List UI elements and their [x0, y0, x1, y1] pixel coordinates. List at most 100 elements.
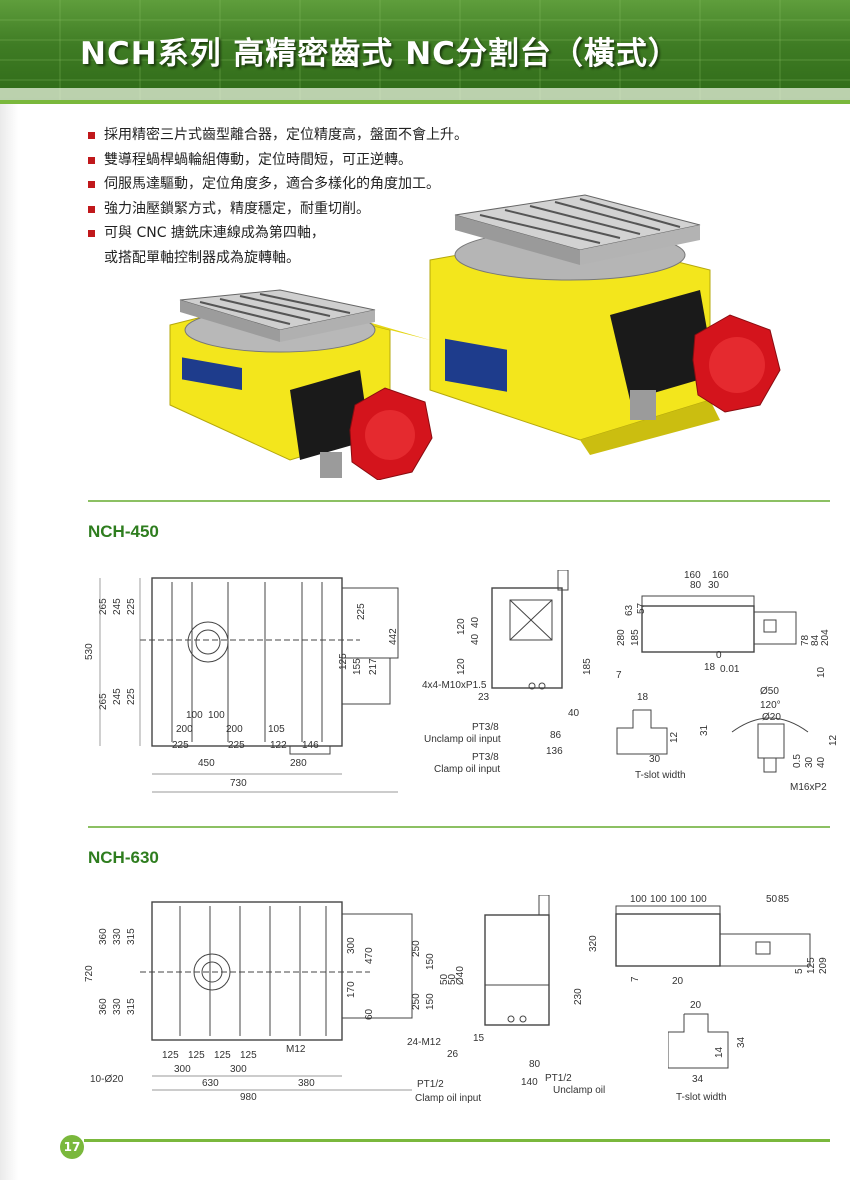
- dim-label: 100: [650, 894, 667, 905]
- dim-label: 40: [568, 708, 580, 719]
- section-title-nch450: NCH-450: [88, 522, 159, 541]
- dim-label: 122: [270, 740, 287, 751]
- dim-label: 265: [98, 598, 109, 615]
- dim-label: 136: [546, 746, 563, 757]
- dim-label: 146: [302, 740, 319, 751]
- dim-label: 530: [84, 643, 95, 660]
- dim-label: 34: [736, 1036, 747, 1048]
- dim-label: 125: [240, 1050, 257, 1061]
- dim-label: 280: [290, 758, 307, 769]
- dim-label: 26: [447, 1049, 459, 1060]
- nch630-front-drawing: 100 100 100 100 50 85 320 7 20 5 125 209: [588, 894, 829, 987]
- dim-label: 31: [699, 724, 710, 736]
- dim-label: 330: [112, 998, 123, 1015]
- dim-label: Ø20: [762, 712, 781, 723]
- dim-label: 30: [804, 756, 815, 768]
- feature-list: 採用精密三片式齒型離合器，定位精度高，盤面不會上升。 雙導程蝸桿蝸輪組傳動，定位…: [88, 123, 468, 270]
- dim-label: 170: [346, 981, 357, 998]
- dim-label: 200: [226, 724, 243, 735]
- dim-label: 470: [364, 947, 375, 964]
- dim-label: 60: [364, 1008, 375, 1020]
- dim-label: 300: [230, 1064, 247, 1075]
- dim-label: 125: [338, 653, 349, 670]
- dim-label: Unclamp oil input: [424, 734, 501, 745]
- dim-label: 450: [198, 758, 215, 769]
- dim-label: 40: [816, 756, 827, 768]
- dim-label: 100: [630, 894, 647, 905]
- dim-label: 250: [411, 940, 422, 957]
- dim-label: 7: [630, 976, 641, 982]
- dim-label: 86: [550, 730, 562, 741]
- dim-label: 360: [98, 998, 109, 1015]
- dim-label: 330: [112, 928, 123, 945]
- dim-label: 320: [588, 935, 599, 952]
- dim-label: 360: [98, 928, 109, 945]
- dim-label: 209: [818, 957, 829, 974]
- bullet-square-icon: [88, 230, 95, 237]
- dim-label: 630: [202, 1078, 219, 1089]
- banner-grid-pattern: [0, 0, 850, 100]
- section-divider: [88, 826, 830, 828]
- list-item-continuation: 或搭配單軸控制器成為旋轉軸。: [88, 246, 468, 271]
- header-banner: NCH系列 高精密齒式 NC分割台（橫式）: [0, 0, 850, 100]
- feature-text: 或搭配單軸控制器成為旋轉軸。: [104, 249, 300, 266]
- dim-label: 10-Ø20: [90, 1074, 124, 1085]
- dim-label: M16xP2: [790, 782, 827, 793]
- bullet-square-icon: [88, 156, 95, 164]
- dim-label: 84: [810, 634, 821, 646]
- feature-text: 可與 CNC 搪銑床連線成為第四軸，: [104, 225, 325, 241]
- dim-label: 155: [352, 658, 363, 675]
- dim-label: 125: [162, 1050, 179, 1061]
- dim-label: 125: [188, 1050, 205, 1061]
- dim-label: 50: [439, 973, 450, 985]
- dim-label: 63: [624, 604, 635, 616]
- small-rotary-table-illustration: [169, 289, 433, 480]
- dim-label: 40: [470, 616, 481, 628]
- nch630-tslot-drawing: 20 14 34 34 T-slot width: [668, 1000, 747, 1103]
- dim-label: 10: [816, 666, 827, 678]
- dim-label: 0: [716, 650, 722, 661]
- dim-label: 315: [126, 928, 137, 945]
- section-divider: [88, 500, 830, 502]
- dim-label: 140: [521, 1077, 538, 1088]
- dim-label: 5: [794, 968, 805, 974]
- dim-label: 85: [778, 894, 790, 905]
- dim-label: 225: [172, 740, 189, 751]
- page-number-badge: 17: [60, 1135, 84, 1159]
- dim-label: 120°: [760, 700, 781, 711]
- dim-label: 120: [456, 658, 467, 675]
- page-title: NCH系列 高精密齒式 NC分割台（橫式）: [80, 36, 680, 72]
- dim-label: 250: [411, 993, 422, 1010]
- page-edge-shadow: [0, 104, 26, 1180]
- dim-label: 265: [98, 693, 109, 710]
- dim-label: 200: [176, 724, 193, 735]
- dim-label: PT3/8: [472, 722, 499, 733]
- list-item: 伺服馬達驅動，定位角度多，適合多樣化的角度加工。: [88, 172, 468, 197]
- product-photo: [169, 194, 781, 480]
- bullet-square-icon: [88, 205, 95, 213]
- dim-label: 0.01: [720, 664, 740, 675]
- dim-label: 50: [766, 894, 778, 905]
- large-rotary-table-illustration: [429, 194, 781, 455]
- header-underline: [0, 100, 850, 104]
- dim-label: 18: [704, 662, 716, 673]
- dim-label: 100: [690, 894, 707, 905]
- nch450-plan-drawing: 530 265 265 245 245 225 225 100 100 200 …: [84, 577, 399, 793]
- nch450-front-drawing: 160 160 80 30 63 57 280 185 7 0 18 0.01 …: [616, 570, 831, 681]
- list-item: 採用精密三片式齒型離合器，定位精度高，盤面不會上升。: [88, 123, 468, 148]
- nch450-side-drawing: 120 120 40 40 185 4x4-M10xP1.5 23 40 86 …: [422, 570, 593, 775]
- dim-label: 185: [582, 658, 593, 675]
- dim-label: 20: [672, 976, 684, 987]
- dim-label: Ø50: [760, 686, 779, 697]
- dim-label: 225: [126, 688, 137, 705]
- tslot-caption: T-slot width: [676, 1092, 727, 1103]
- dim-label: 80: [529, 1059, 541, 1070]
- footer-divider: [84, 1139, 830, 1142]
- dim-label: 105: [268, 724, 285, 735]
- dim-label: 50: [447, 973, 458, 985]
- dim-label: 15: [473, 1033, 485, 1044]
- bullet-square-icon: [88, 181, 95, 188]
- dim-label: 225: [126, 598, 137, 615]
- dim-label: 4x4-M10xP1.5: [422, 680, 487, 691]
- dim-label: 0.5: [792, 754, 803, 768]
